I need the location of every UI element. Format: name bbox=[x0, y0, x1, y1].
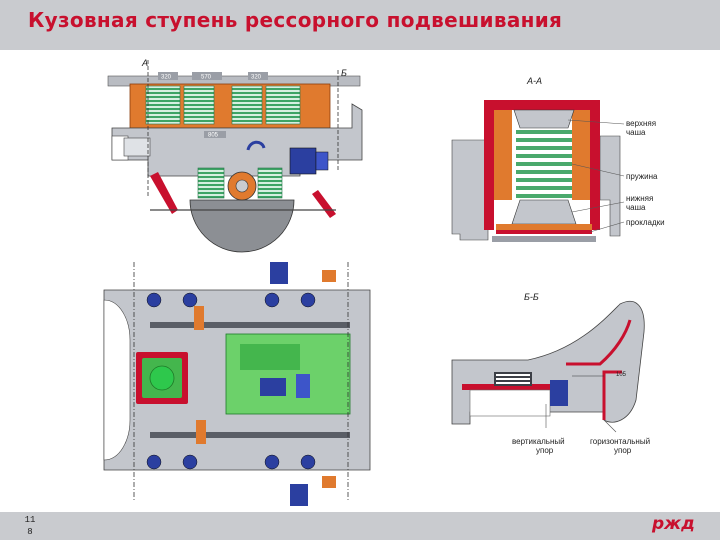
label-lower-cup-2: чаша bbox=[626, 203, 646, 212]
wheel bbox=[189, 199, 295, 253]
page-title: Кузовная ступень рессорного подвешивания bbox=[28, 8, 563, 32]
side-view: 320 570 320 805 А Б bbox=[107, 58, 363, 253]
upper-cup bbox=[513, 109, 575, 129]
label-shims: прокладки bbox=[626, 218, 665, 227]
lower-cup bbox=[511, 199, 577, 225]
footer-bar bbox=[0, 512, 720, 540]
dim-805: 805 bbox=[208, 133, 219, 139]
label-vertical-stop-2: упор bbox=[536, 446, 554, 455]
section-mark-b: Б bbox=[341, 68, 347, 78]
label-upper-cup-2: чаша bbox=[626, 128, 646, 137]
bb-dim-105: 105 bbox=[616, 372, 627, 378]
section-aa: А-А верх bbox=[451, 76, 665, 242]
page-number-bottom: 8 bbox=[27, 527, 33, 537]
horizontal-stop-block bbox=[550, 380, 568, 406]
damper-blue bbox=[289, 147, 317, 175]
page-number-top: 11 bbox=[24, 515, 36, 525]
spring-coil bbox=[516, 130, 572, 198]
label-vertical-stop-1: вертикальный bbox=[512, 437, 565, 446]
label-spring: пружина bbox=[626, 172, 658, 181]
title-bar bbox=[0, 0, 720, 50]
label-horizontal-stop-1: горизонтальный bbox=[590, 437, 650, 446]
section-aa-title: А-А bbox=[526, 76, 542, 86]
label-lower-cup-1: нижняя bbox=[626, 194, 653, 203]
dim-320-left: 320 bbox=[161, 75, 172, 81]
section-bb-title: Б-Б bbox=[524, 292, 539, 302]
dim-570: 570 bbox=[201, 75, 212, 81]
shims bbox=[496, 230, 592, 234]
section-bb: Б-Б 105 вертикальный упор горизонтальный… bbox=[451, 292, 650, 455]
label-horizontal-stop-2: упор bbox=[614, 446, 632, 455]
lever-right bbox=[312, 190, 336, 218]
section-mark-a: А bbox=[141, 58, 148, 68]
label-upper-cup-1: верхняя bbox=[626, 119, 656, 128]
lever-left bbox=[150, 172, 178, 214]
plan-blue-discs bbox=[146, 292, 316, 470]
rzd-logo: ржд bbox=[652, 514, 695, 534]
dim-320-right: 320 bbox=[251, 75, 262, 81]
spring-set-side bbox=[145, 85, 301, 125]
plan-view bbox=[103, 262, 371, 506]
page-number: 11 8 bbox=[20, 514, 40, 538]
